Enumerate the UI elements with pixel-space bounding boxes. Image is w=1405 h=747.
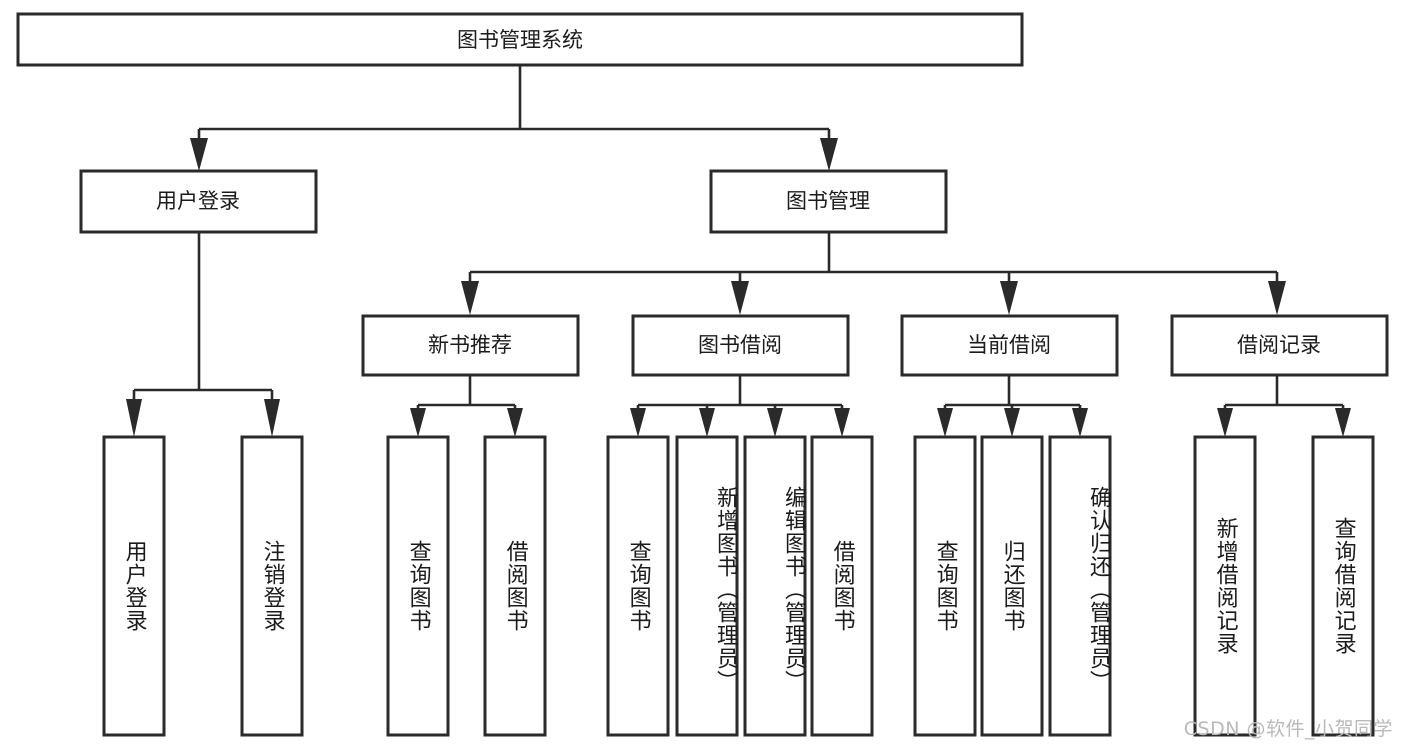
connector-group-user-login <box>126 232 280 437</box>
arrow-icon-bookborrow-leaf-3 <box>767 408 783 437</box>
node-current-borrow[interactable]: 当前借阅 <box>900 314 1119 377</box>
connector-group-root <box>190 66 838 171</box>
leaf-box-user-login-2[interactable] <box>240 435 304 737</box>
leaf-box-current-borrow-1[interactable] <box>913 435 977 737</box>
arrow-icon-bookborrow-leaf-1 <box>630 408 646 437</box>
watermark-text: CSDN @软件_小贺同学 <box>1183 718 1393 740</box>
node-root-box[interactable] <box>16 12 1024 67</box>
node-new-book-recommend-box[interactable] <box>361 314 580 377</box>
arrow-icon-to-current-borrow <box>1000 281 1018 315</box>
arrow-icon-newbook-leaf-2 <box>507 408 523 437</box>
arrow-icon-borrowrecords-leaf-2 <box>1335 408 1351 437</box>
leaf-box-new-book-1[interactable] <box>386 435 450 737</box>
leaf-box-current-borrow-3[interactable] <box>1048 435 1112 737</box>
leaf-box-book-borrow-2[interactable] <box>675 435 739 737</box>
node-current-borrow-label: 当前借阅 <box>967 333 1051 357</box>
arrow-icon-to-user-login <box>190 138 208 171</box>
leaf-box-book-borrow-4[interactable] <box>810 435 874 737</box>
node-current-borrow-box[interactable] <box>900 314 1119 377</box>
connector-group-new-book <box>410 375 523 437</box>
node-book-borrow-label: 图书借阅 <box>698 333 782 357</box>
arrow-icon-currentborrow-leaf-3 <box>1072 408 1088 437</box>
leaf-box-book-borrow-3[interactable] <box>743 435 807 737</box>
arrow-icon-bookborrow-leaf-4 <box>834 408 850 437</box>
leaf-box-borrow-records-2[interactable] <box>1311 435 1375 737</box>
leaf-box-new-book-2[interactable] <box>483 435 547 737</box>
arrow-icon-to-new-book <box>461 281 479 315</box>
node-book-manage-label: 图书管理 <box>786 189 870 213</box>
connector-group-current-borrow <box>937 375 1088 437</box>
leaf-box-user-login-1[interactable] <box>102 435 166 737</box>
arrow-icon-currentborrow-leaf-1 <box>937 408 953 437</box>
leaf-box-book-borrow-1[interactable] <box>606 435 670 737</box>
arrow-icon-borrowrecords-leaf-1 <box>1217 408 1233 437</box>
connector-group-book-borrow <box>630 375 850 437</box>
arrow-icon-newbook-leaf-1 <box>410 408 426 437</box>
node-new-book-recommend-label: 新书推荐 <box>428 333 512 357</box>
connector-group-book-manage <box>461 232 1286 315</box>
arrow-icon-userlogin-leaf-2 <box>264 399 280 437</box>
node-user-login-label: 用户登录 <box>156 189 240 213</box>
node-new-book-recommend[interactable]: 新书推荐 <box>361 314 580 377</box>
node-book-manage-box[interactable] <box>709 169 948 234</box>
node-book-manage[interactable]: 图书管理 <box>709 169 948 234</box>
node-borrow-records[interactable]: 借阅记录 <box>1170 314 1389 377</box>
node-root[interactable]: 图书管理系统 <box>16 12 1024 67</box>
leaf-box-borrow-records-1[interactable] <box>1193 435 1257 737</box>
leaf-boxes <box>102 435 1375 737</box>
arrow-icon-to-borrow-records <box>1268 281 1286 315</box>
arrow-icon-to-book-manage <box>820 138 838 171</box>
node-book-borrow[interactable]: 图书借阅 <box>631 314 850 377</box>
node-user-login-box[interactable] <box>79 169 318 234</box>
arrow-icon-userlogin-leaf-1 <box>126 399 142 437</box>
node-borrow-records-box[interactable] <box>1170 314 1389 377</box>
arrow-icon-to-book-borrow <box>731 281 749 315</box>
arrow-icon-bookborrow-leaf-2 <box>699 408 715 437</box>
node-book-borrow-box[interactable] <box>631 314 850 377</box>
leaf-box-current-borrow-2[interactable] <box>980 435 1044 737</box>
arrow-icon-currentborrow-leaf-2 <box>1004 408 1020 437</box>
node-user-login[interactable]: 用户登录 <box>79 169 318 234</box>
node-borrow-records-label: 借阅记录 <box>1237 333 1321 357</box>
connector-group-borrow-records <box>1217 375 1351 437</box>
node-root-label: 图书管理系统 <box>457 28 583 52</box>
